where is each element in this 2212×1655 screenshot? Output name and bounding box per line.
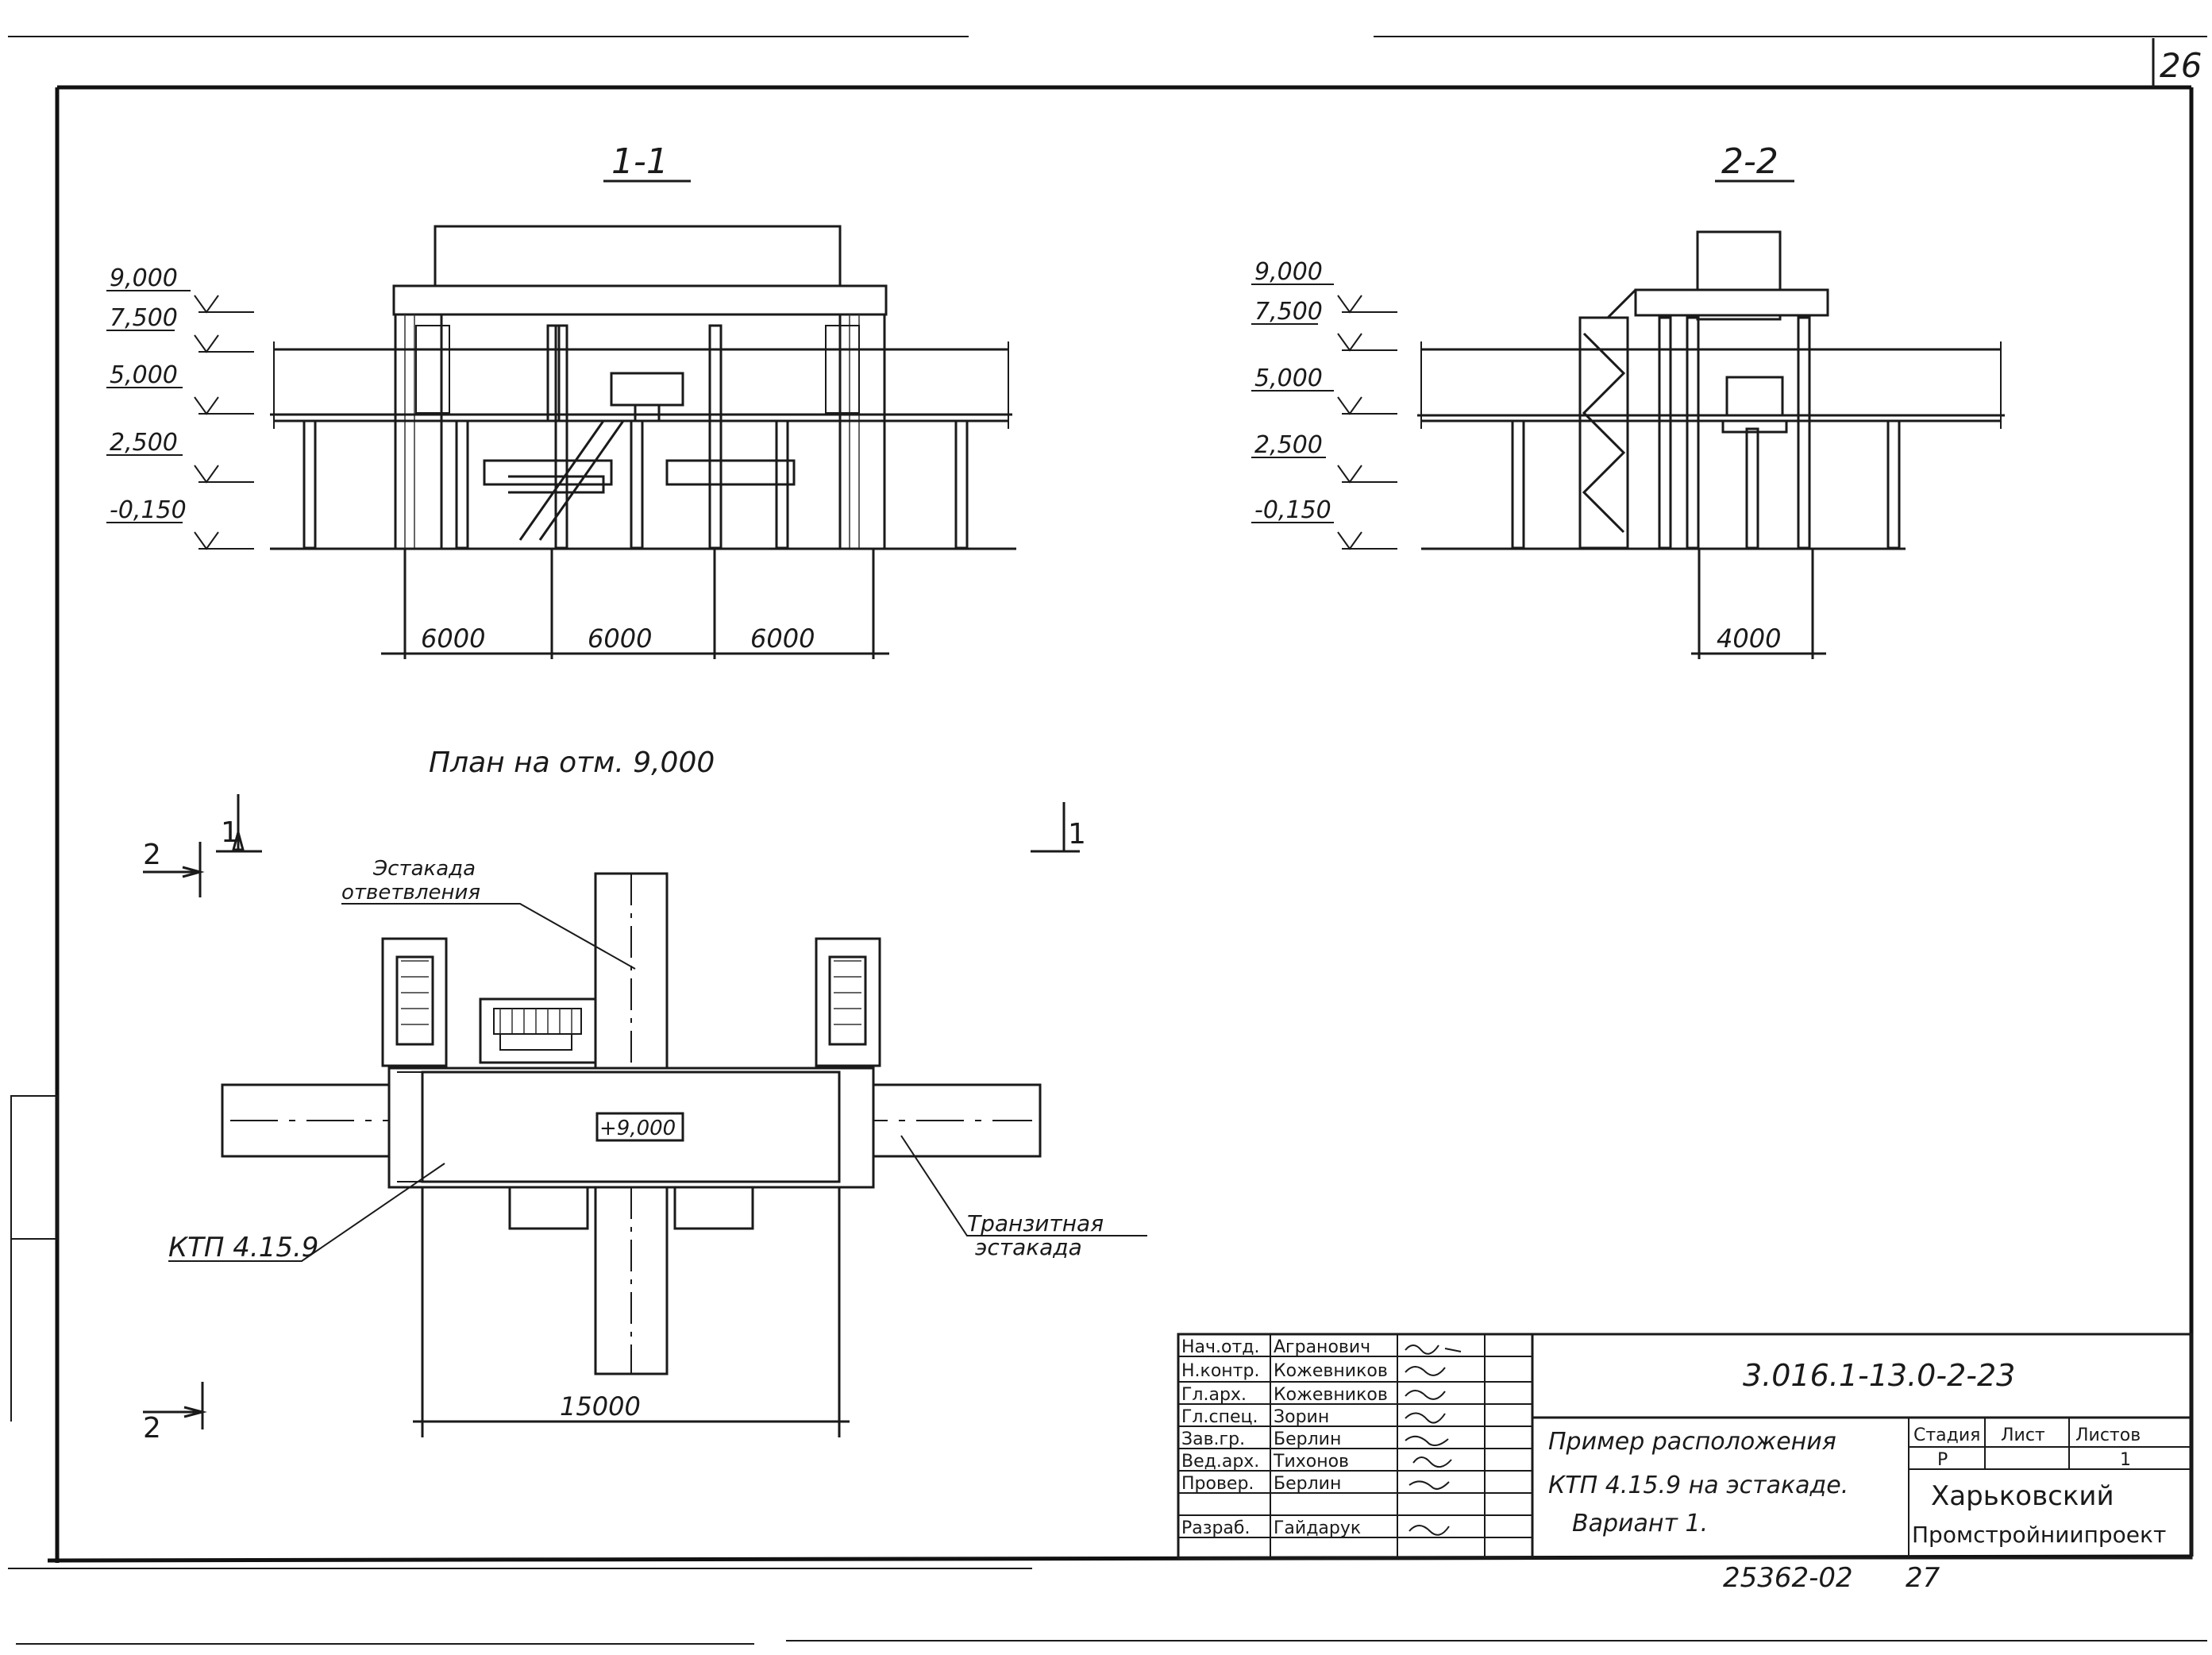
sheet-header: Лист [2001,1425,2045,1445]
role-2: Гл.арх. [1181,1385,1247,1405]
stair-block-right [815,937,881,1067]
level-9000: 9,000 [110,264,178,292]
title-block-names: Агранович Кожевников Кожевников Зорин Бе… [1273,1337,1388,1538]
stage-header: Стадия [1913,1425,1980,1445]
desc-line-2: КТП 4.15.9 на эстакаде. [1548,1472,1848,1499]
title-block-roles: Нач.отд. Н.контр. Гл.арх. Гл.спец. Зав.г… [1181,1337,1260,1538]
doc-code: 3.016.1-13.0-2-23 [1743,1358,2015,1393]
org-line-1: Харьковский [1931,1480,2114,1512]
level2-9000: 9,000 [1254,258,1323,286]
ktp-label: КТП 4.15.9 [168,1232,318,1263]
sheet-number: 26 [2160,46,2202,85]
name-5: Тихонов [1273,1452,1349,1472]
level-2500: 2,500 [110,429,178,457]
level2-7500: 7,500 [1254,298,1323,326]
level-minus-0150: -0,150 [110,496,187,524]
transit-label-line2: эстакада [975,1234,1082,1260]
desc-line-3: Вариант 1. [1572,1510,1708,1537]
columns-1 [303,324,969,550]
level-marks-1: 9,000 7,500 5,000 2,500 -0,150 [106,264,254,550]
name-3: Зорин [1274,1407,1329,1427]
cut-mark-1-right: 1 [1068,818,1086,851]
plan-dimension: 15000 [560,1391,641,1422]
branch-label-line1: Эстакада [372,857,476,881]
role-1: Н.контр. [1181,1361,1259,1381]
span-1: 6000 [421,623,485,654]
branch-label-line2: ответвления [341,881,480,905]
role-6: Провер. [1181,1474,1254,1494]
plan-title: План на отм. 9,000 [429,746,715,779]
transit-label-line1: Транзитная [967,1210,1104,1236]
level-marks-2: 9,000 7,500 5,000 2,500 -0,150 [1251,258,1397,550]
name-2: Кожевников [1274,1385,1388,1405]
cut-mark-1-left: 1 [221,816,239,849]
section-1-1: 1-1 9,000 7,500 5,000 2,500 -0,150 [106,141,1016,659]
name-7: Гайдарук [1274,1518,1361,1538]
desc-line-1: Пример расположения [1548,1428,1836,1456]
signatures [1405,1344,1462,1536]
span-2-2: 4000 [1717,623,1781,654]
org-line-2: Промстройниипроект [1912,1522,2166,1548]
name-4: Берлин [1274,1429,1341,1449]
sheets-value: 1 [2120,1450,2131,1470]
level2-2500: 2,500 [1254,431,1323,459]
stage-value: Р [1937,1450,1948,1470]
role-4: Зав.гр. [1181,1429,1245,1449]
span-2: 6000 [588,623,652,654]
name-1: Кожевников [1274,1361,1388,1381]
role-3: Гл.спец. [1181,1407,1258,1427]
level2-minus-0150: -0,150 [1254,496,1331,524]
plan-view: План на отм. 9,000 2 1 1 2 Эстакада отве… [143,746,1147,1445]
section-1-1-title: 1-1 [611,141,669,182]
level-7500: 7,500 [110,304,178,332]
level-callout-text: +9,000 [599,1117,676,1140]
bottom-code: 25362-02 [1723,1562,1853,1594]
role-0: Нач.отд. [1181,1337,1260,1357]
level-callout [595,1112,684,1142]
sheet-border [8,36,2207,1645]
stair-block-left [381,937,448,1067]
span-3: 6000 [750,623,815,654]
role-7: Разраб. [1181,1518,1250,1538]
cut-mark-2-bottom: 2 [143,1412,161,1445]
name-0: Агранович [1274,1337,1370,1357]
level2-5000: 5,000 [1254,365,1323,392]
level-5000: 5,000 [110,361,178,389]
cut-mark-2-top: 2 [143,839,161,871]
section-2-2-title: 2-2 [1721,141,1778,182]
sheets-header: Листов [2075,1425,2141,1445]
section-2-2: 2-2 9,000 7,500 5,000 2,500 -0,150 [1251,141,2005,659]
title-block: Нач.отд. Н.контр. Гл.арх. Гл.спец. Зав.г… [1177,1333,2193,1560]
role-5: Вед.арх. [1181,1452,1259,1472]
name-6: Берлин [1274,1474,1341,1494]
bottom-number: 27 [1906,1562,1940,1594]
